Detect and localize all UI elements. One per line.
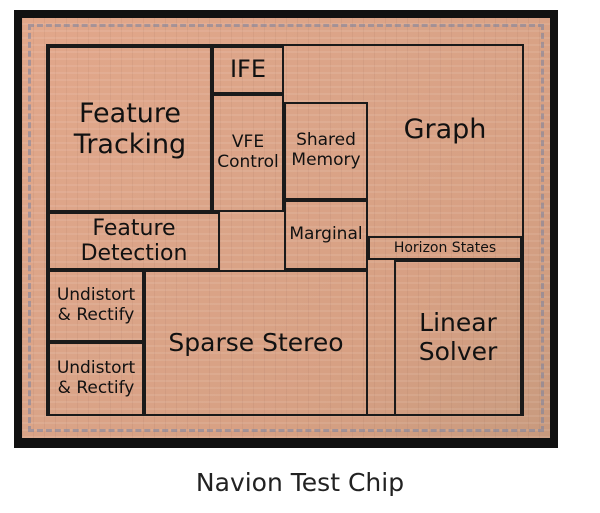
- block-graph-label: Graph: [403, 114, 487, 145]
- figure-caption: Navion Test Chip: [195, 468, 405, 497]
- block-feature-tracking: Feature Tracking: [48, 46, 212, 212]
- block-feature-detection-label: Feature Detection: [80, 215, 188, 266]
- block-undistort-rectify-2-label: Undistort & Rectify: [56, 358, 136, 398]
- block-linear-solver-label: Linear Solver: [418, 308, 498, 366]
- block-horizon-states: Horizon States: [368, 236, 522, 260]
- block-vfe-control: VFE Control: [212, 94, 284, 212]
- block-undistort-rectify-1: Undistort & Rectify: [48, 270, 144, 342]
- block-linear-solver: Linear Solver: [394, 260, 522, 416]
- chip-die: [22, 18, 550, 438]
- block-sparse-stereo: Sparse Stereo: [144, 270, 368, 416]
- block-sparse-stereo-label: Sparse Stereo: [168, 327, 344, 357]
- block-shared-memory-label: Shared Memory: [291, 130, 361, 170]
- block-graph: Graph: [368, 46, 522, 236]
- block-ife: IFE: [212, 46, 284, 94]
- block-feature-tracking-label: Feature Tracking: [73, 97, 187, 160]
- block-undistort-rectify-2: Undistort & Rectify: [48, 342, 144, 416]
- block-feature-detection: Feature Detection: [48, 212, 220, 270]
- block-undistort-rectify-1-label: Undistort & Rectify: [56, 285, 136, 325]
- block-marginal: Marginal: [284, 200, 368, 270]
- block-marginal-label: Marginal: [289, 224, 363, 245]
- block-horizon-states-label: Horizon States: [393, 239, 497, 256]
- block-shared-memory: Shared Memory: [284, 102, 368, 200]
- block-ife-label: IFE: [229, 55, 267, 84]
- block-vfe-control-label: VFE Control: [217, 132, 279, 172]
